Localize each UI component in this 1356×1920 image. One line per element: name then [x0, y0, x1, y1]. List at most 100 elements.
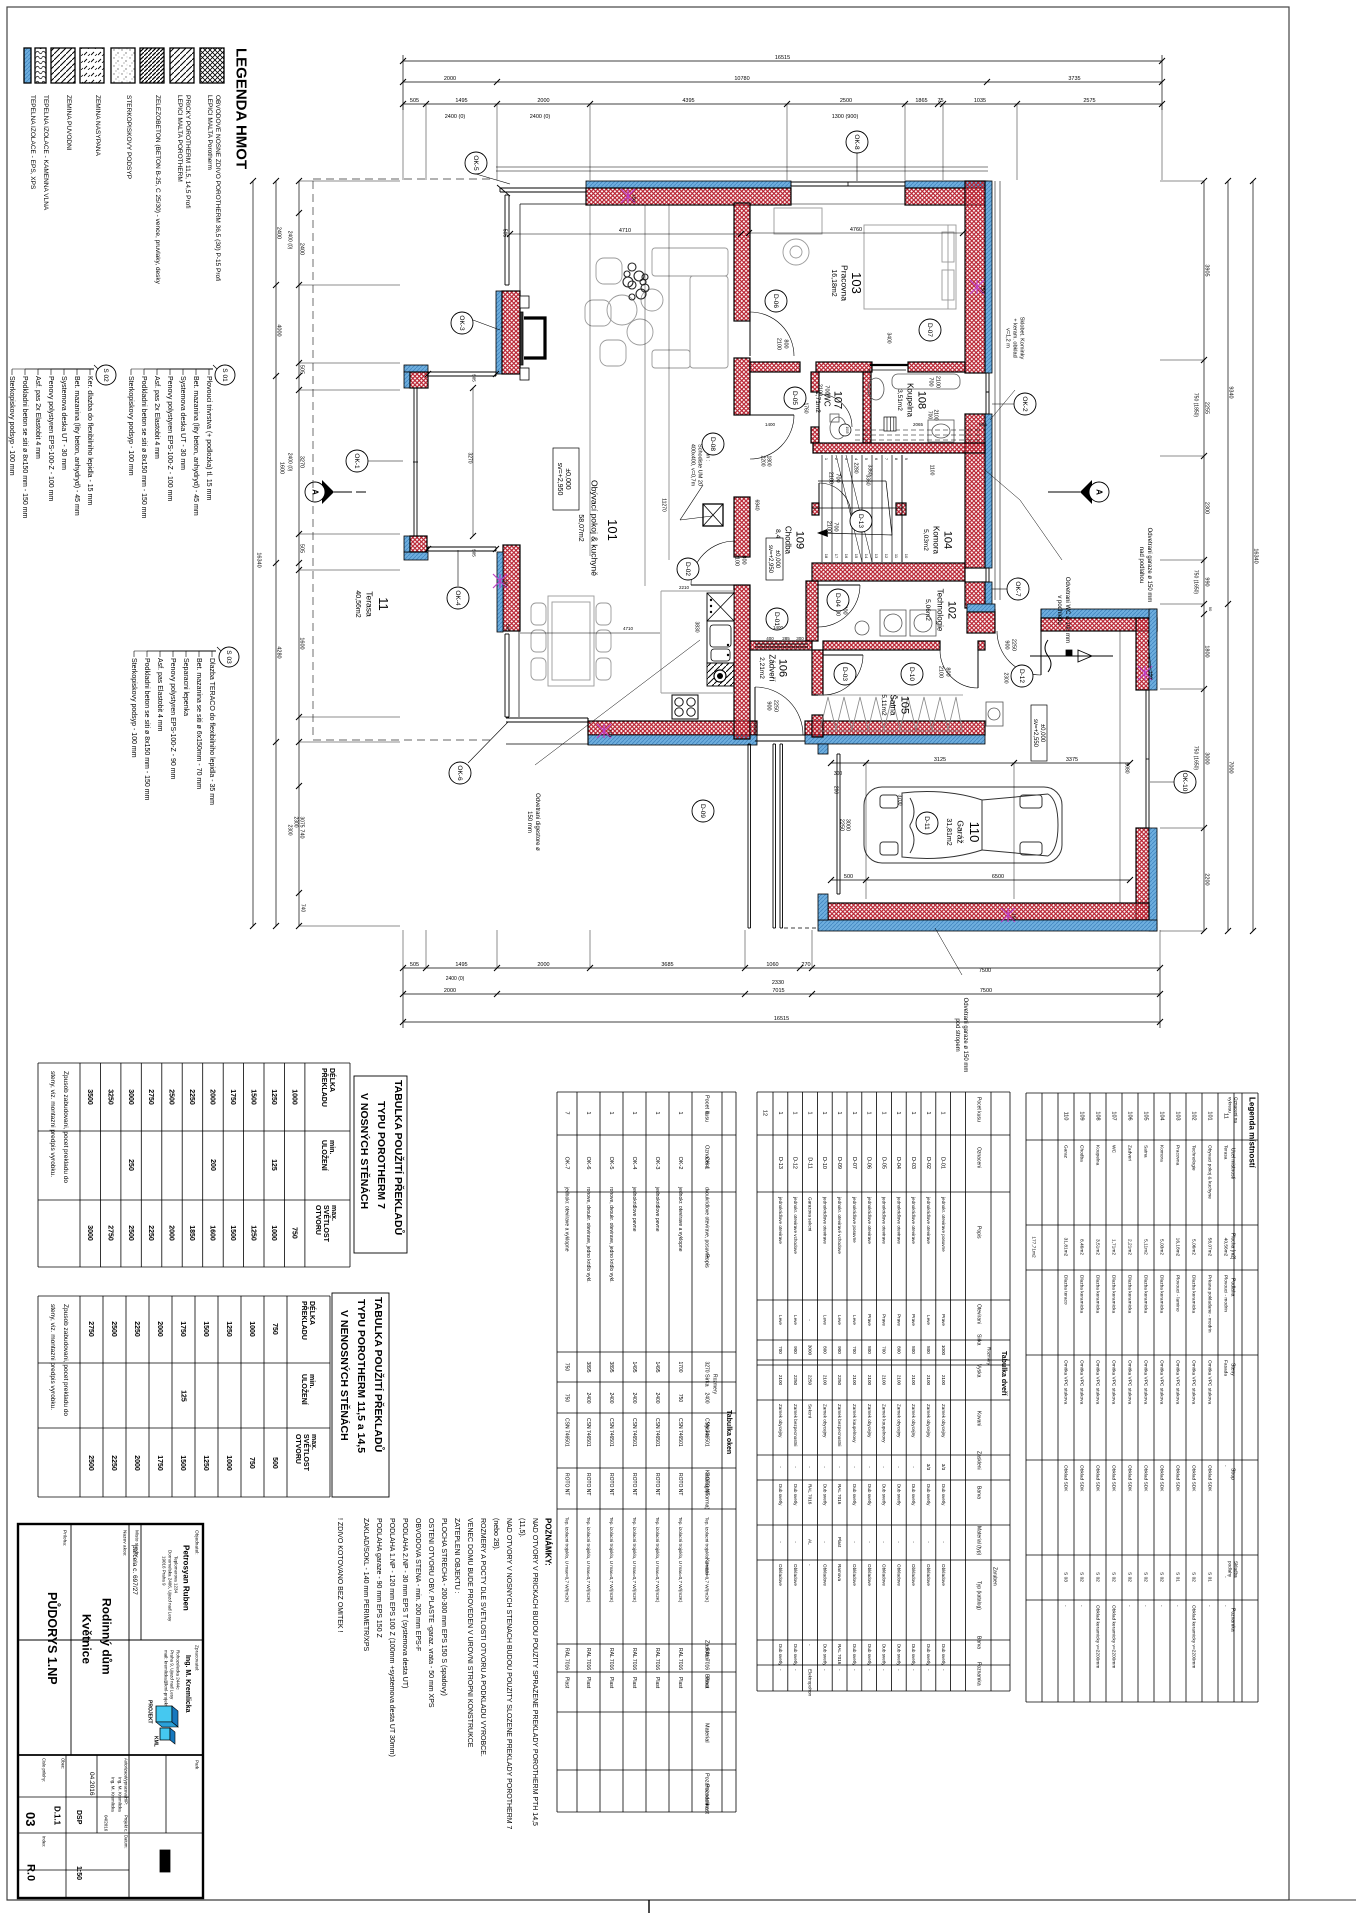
- svg-text:Fasada: Fasada: [1223, 1360, 1229, 1376]
- svg-text:3000: 3000: [1203, 752, 1209, 764]
- svg-text:S 02: S 02: [1095, 1572, 1101, 1582]
- svg-text:Dornomelska 2406, Ujezd nad Le: Dornomelska 2406, Ujezd nad Lesy: [168, 1550, 173, 1622]
- svg-text:Obkladove: Obkladove: [896, 1564, 901, 1586]
- svg-text:TABULKA POUŽITÍ PŘEKLADŮ: TABULKA POUŽITÍ PŘEKLADŮ: [372, 1297, 386, 1452]
- svg-text:Chodba: Chodba: [784, 526, 793, 555]
- svg-text:KML: KML: [153, 1736, 159, 1747]
- svg-text:Leve: Leve: [822, 1315, 827, 1325]
- svg-text:150: 150: [1149, 671, 1154, 679]
- svg-text:-: -: [882, 1466, 887, 1468]
- svg-text:PODLAHA 2.NP - 30 mm EPS T (sy: PODLAHA 2.NP - 30 mm EPS T (systemova de…: [401, 1518, 408, 1688]
- svg-text:150: 150: [632, 194, 637, 202]
- svg-text:Leve: Leve: [926, 1315, 931, 1325]
- svg-text:steny, viz. montazni predpis v: steny, viz. montazni predpis vyrobku.: [49, 1304, 56, 1410]
- svg-text:Dlazba keramicka: Dlazba keramicka: [1111, 1275, 1117, 1313]
- svg-text:D-05: D-05: [880, 1157, 886, 1169]
- svg-text:-: -: [941, 1669, 946, 1671]
- svg-text:Zamek obycejny: Zamek obycejny: [822, 1404, 827, 1438]
- svg-text:1035: 1035: [974, 98, 986, 104]
- svg-text:Kovani: Kovani: [976, 1411, 982, 1426]
- svg-text:Bet. mazanina (lity beton, anh: Bet. mazanina (lity beton, anhydryd) - 4…: [73, 376, 80, 516]
- svg-text:S 02: S 02: [1191, 1572, 1197, 1582]
- svg-text:1: 1: [792, 1111, 798, 1114]
- svg-text:Pracovna: Pracovna: [1175, 1145, 1181, 1166]
- svg-text:500: 500: [271, 1457, 278, 1469]
- svg-text:Dub svetly: Dub svetly: [896, 1484, 901, 1506]
- svg-text:3075: 3075: [299, 816, 305, 827]
- svg-text:2100: 2100: [926, 1375, 931, 1386]
- svg-text:15: 15: [854, 554, 859, 559]
- svg-text:2400 (0): 2400 (0): [445, 114, 466, 120]
- svg-text:75: 75: [937, 98, 943, 104]
- svg-text:1495: 1495: [631, 1361, 637, 1372]
- svg-text:2100: 2100: [733, 554, 739, 566]
- svg-text:2400 (0): 2400 (0): [530, 114, 551, 120]
- svg-text:NAD OTVORY V PRICKACH BUDOU PO: NAD OTVORY V PRICKACH BUDOU POUZITY SPRA…: [531, 1518, 538, 1826]
- svg-text:11: 11: [894, 554, 899, 559]
- svg-text:D-13: D-13: [777, 1157, 783, 1169]
- svg-text:Penovy polystyren EPS-100-Z -: Penovy polystyren EPS-100-Z - 100 mm: [166, 376, 173, 501]
- svg-text:750 (1650): 750 (1650): [1193, 746, 1199, 771]
- svg-text:750: 750: [271, 1323, 278, 1335]
- svg-text:Ker. dlazba do flexibilniho le: Ker. dlazba do flexibilniho lepidla - 15…: [86, 376, 93, 505]
- svg-text:700: 700: [882, 1346, 887, 1354]
- svg-text:400: 400: [766, 636, 774, 641]
- svg-text:31,81m2: 31,81m2: [945, 818, 952, 845]
- svg-text:Rodinný dům: Rodinný dům: [99, 1598, 113, 1675]
- svg-text:2500: 2500: [168, 1089, 175, 1105]
- svg-text:sv=+2,950: sv=+2,950: [767, 545, 773, 574]
- svg-text:Plocha [m2]: Plocha [m2]: [1230, 1233, 1236, 1260]
- svg-text:Plast: Plast: [631, 1677, 637, 1689]
- svg-text:2200: 2200: [760, 455, 766, 466]
- svg-text:900: 900: [837, 1346, 842, 1354]
- svg-text:Legenda místností: Legenda místností: [1248, 1097, 1257, 1168]
- svg-text:1: 1: [821, 1111, 827, 1114]
- svg-text:Zamek obycejny: Zamek obycejny: [941, 1404, 946, 1438]
- svg-text:2400 (0): 2400 (0): [446, 976, 465, 982]
- svg-text:-: -: [911, 1466, 916, 1468]
- svg-text:2300: 2300: [1003, 672, 1009, 683]
- svg-text:700: 700: [927, 377, 933, 386]
- svg-text:19016 Praha 9: 19016 Praha 9: [162, 1556, 167, 1586]
- svg-text:TEPELNA IZOLACE - KAMENNA VLNA: TEPELNA IZOLACE - KAMENNA VLNA: [42, 95, 49, 211]
- svg-text:Separacni lepenka: Separacni lepenka: [182, 658, 189, 716]
- svg-text:Teplomerova 1234: Teplomerova 1234: [174, 1556, 179, 1594]
- svg-text:Poznamka: Poznamka: [703, 1784, 709, 1811]
- svg-text:1300 (900): 1300 (900): [832, 114, 859, 120]
- svg-text:Dub svetly: Dub svetly: [793, 1484, 798, 1506]
- svg-text:Dub svetly: Dub svetly: [941, 1484, 946, 1506]
- svg-text:pod stropem: pod stropem: [954, 1018, 960, 1051]
- svg-text:700: 700: [927, 411, 933, 420]
- svg-text:D-10: D-10: [821, 1157, 827, 1169]
- svg-text:2250: 2250: [147, 1225, 154, 1241]
- svg-text:jednokridlove pevne: jednokridlove pevne: [654, 1186, 660, 1232]
- svg-text:1: 1: [585, 1111, 591, 1114]
- svg-text:Omitka VPC stukova: Omitka VPC stukova: [1063, 1360, 1069, 1405]
- svg-text:150: 150: [1012, 913, 1017, 921]
- svg-text:ULOŽENÍ: ULOŽENÍ: [320, 1140, 329, 1172]
- svg-text:ROTO NT: ROTO NT: [631, 1473, 637, 1495]
- svg-text:125: 125: [270, 1159, 277, 1171]
- svg-text:CSN 746501: CSN 746501: [677, 1418, 683, 1447]
- svg-text:800: 800: [896, 1346, 901, 1354]
- svg-text:Ucel mistnosti: Ucel mistnosti: [1230, 1148, 1236, 1179]
- svg-text:58,07m2: 58,07m2: [1207, 1238, 1213, 1257]
- svg-text:1750: 1750: [156, 1455, 163, 1471]
- svg-text:POZNÁMKY:: POZNÁMKY:: [544, 1518, 553, 1566]
- svg-text:3/3: 3/3: [941, 1464, 946, 1471]
- svg-text:58,07m2: 58,07m2: [577, 514, 584, 541]
- svg-text:OK-6: OK-6: [585, 1157, 591, 1170]
- svg-text:1400: 1400: [765, 422, 776, 427]
- svg-text:-: -: [1143, 1605, 1148, 1607]
- svg-text:-: -: [1223, 1576, 1228, 1578]
- svg-text:DSP: DSP: [75, 1810, 82, 1825]
- svg-text:max.: max.: [310, 1434, 317, 1450]
- svg-text:3905: 3905: [1203, 264, 1209, 276]
- svg-text:800: 800: [822, 1346, 827, 1354]
- svg-text:3125: 3125: [934, 757, 946, 763]
- svg-text:104: 104: [942, 531, 954, 549]
- svg-text:04/2016: 04/2016: [104, 1815, 109, 1832]
- svg-text:16: 16: [844, 554, 849, 559]
- svg-text:D-04: D-04: [834, 593, 841, 607]
- svg-text:Omitka VPC stukova: Omitka VPC stukova: [1127, 1360, 1133, 1405]
